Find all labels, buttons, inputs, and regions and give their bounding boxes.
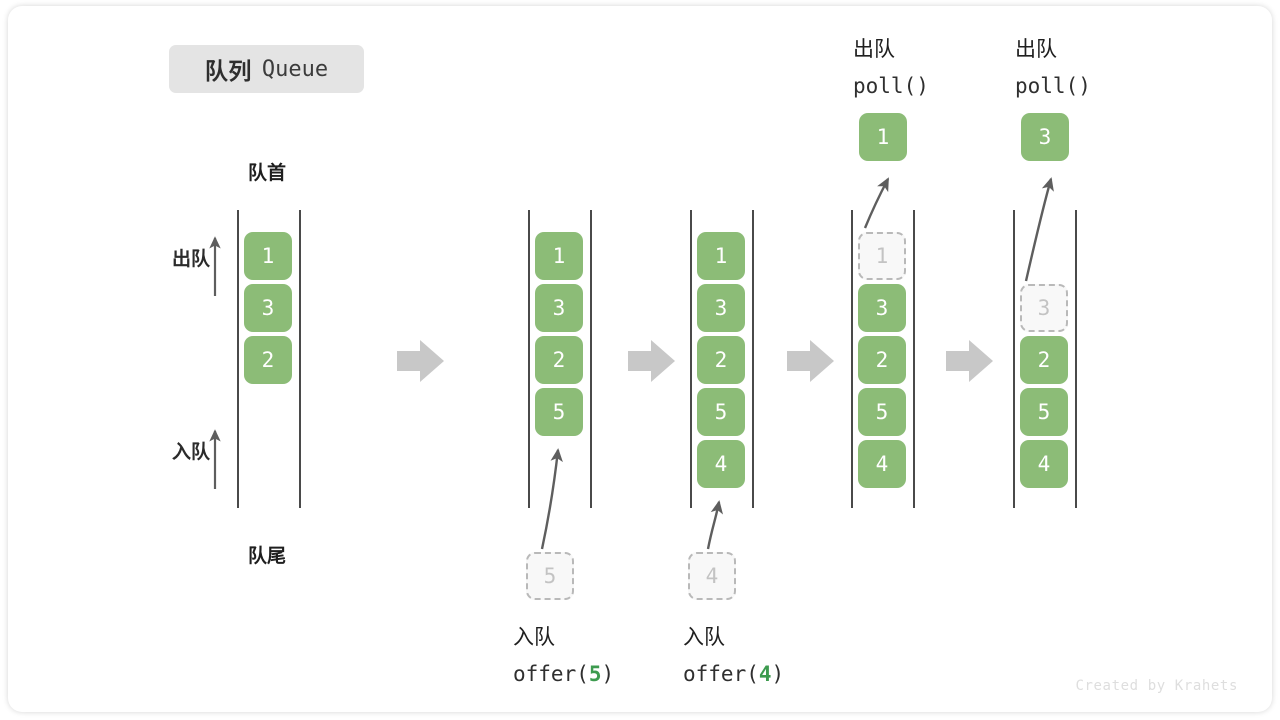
- queue-cell-new: 4: [697, 440, 745, 488]
- queue-cell-new: 5: [535, 388, 583, 436]
- enqueue-side-label: 入队: [171, 442, 210, 463]
- dequeue-flow-arrow: [863, 177, 890, 229]
- step-arrow: [787, 340, 834, 382]
- rail-right-stage-offer-4: [752, 210, 754, 508]
- title-chinese: 队列: [204, 58, 252, 84]
- ghost-cell-incoming: 4: [688, 552, 736, 600]
- rail-right-stage-poll-3: [1075, 210, 1077, 508]
- rail-left-stage-initial: [237, 210, 239, 508]
- rail-left-stage-poll-3: [1013, 210, 1015, 508]
- queue-cell: 2: [535, 336, 583, 384]
- title-english: Queue: [261, 56, 329, 82]
- queue-cell: 2: [697, 336, 745, 384]
- step-arrow: [628, 340, 675, 382]
- arrows-overlay: [209, 177, 1054, 550]
- queue-cell: 1: [697, 232, 745, 280]
- dequeue-side-label: 出队: [171, 249, 210, 270]
- popped-cell: 3: [1021, 113, 1069, 161]
- rail-right-stage-initial: [299, 210, 301, 508]
- dequeue-flow-arrow: [1024, 177, 1054, 282]
- diagram-canvas: 队列 Queue 队首 队尾 出队 入队 1 3 2 1 3 2 5 5 入队 …: [8, 6, 1272, 712]
- queue-tail-label: 队尾: [247, 546, 286, 567]
- operation-caption-cn: 出队: [1015, 38, 1057, 61]
- operation-caption-cn: 出队: [853, 38, 895, 61]
- operation-caption-offer-4: 入队 offer(4): [683, 619, 784, 693]
- rail-left-stage-poll-1: [851, 210, 853, 508]
- queue-cell: 5: [1020, 388, 1068, 436]
- operation-caption-code: offer(5): [513, 662, 615, 686]
- queue-cell: 1: [535, 232, 583, 280]
- operation-caption-offer-5: 入队 offer(5): [513, 619, 614, 693]
- operation-caption-cn: 入队: [683, 626, 725, 649]
- queue-cell: 2: [858, 336, 906, 384]
- step-arrow: [397, 340, 444, 382]
- queue-cell: 3: [858, 284, 906, 332]
- operation-caption-code: offer(4): [683, 662, 785, 686]
- diagram-title-chip: 队列 Queue: [169, 45, 364, 93]
- queue-cell: 3: [535, 284, 583, 332]
- watermark: Created by Krahets: [1075, 678, 1238, 694]
- operation-caption-cn: 入队: [513, 626, 555, 649]
- ghost-cell-outgoing: 1: [858, 232, 906, 280]
- rail-right-stage-offer-5: [590, 210, 592, 508]
- queue-cell: 4: [1020, 440, 1068, 488]
- enqueue-flow-arrow: [540, 448, 563, 550]
- step-arrow: [946, 340, 993, 382]
- queue-head-label: 队首: [247, 163, 286, 184]
- operation-caption-code: poll(): [1015, 74, 1091, 98]
- queue-cell: 5: [858, 388, 906, 436]
- queue-cell: 1: [244, 232, 292, 280]
- operation-caption-poll-1: 出队 poll(): [853, 31, 929, 105]
- queue-cell: 3: [697, 284, 745, 332]
- queue-cell: 5: [697, 388, 745, 436]
- operation-caption-code: poll(): [853, 74, 929, 98]
- queue-cell: 3: [244, 284, 292, 332]
- rail-right-stage-poll-1: [913, 210, 915, 508]
- rail-left-stage-offer-5: [528, 210, 530, 508]
- ghost-cell-outgoing: 3: [1020, 284, 1068, 332]
- queue-cell: 4: [858, 440, 906, 488]
- queue-cell: 2: [244, 336, 292, 384]
- popped-cell: 1: [859, 113, 907, 161]
- queue-cell: 2: [1020, 336, 1068, 384]
- rail-left-stage-offer-4: [690, 210, 692, 508]
- operation-caption-poll-3: 出队 poll(): [1015, 31, 1091, 105]
- enqueue-flow-arrow: [706, 500, 724, 550]
- ghost-cell-incoming: 5: [526, 552, 574, 600]
